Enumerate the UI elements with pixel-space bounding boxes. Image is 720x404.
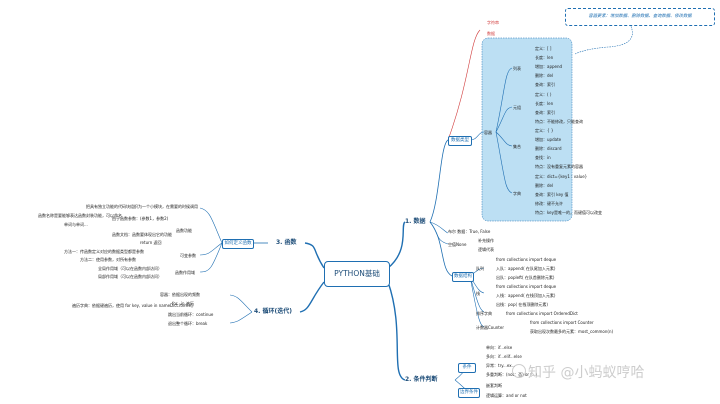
set-item: 查找：in	[535, 155, 551, 160]
queue-item: 出队：popleft( 在队首删除元素)	[496, 275, 555, 280]
data-structures-node[interactable]: 数据结构	[452, 272, 474, 282]
none-node: 空值None	[448, 242, 467, 247]
dict-item: 特点：key是唯一的，而键值可以改变	[535, 210, 603, 215]
condition-item: 单向：if...else	[486, 345, 513, 350]
function-item: 全局作用域（可以在函数内部访问）	[98, 266, 162, 271]
function-item: 函数文档：函数要体现出它的功能	[112, 232, 172, 237]
function-item: 方法一：传函数定义对应的数据类型都是参数	[64, 249, 144, 254]
container-elements-note: 容器要素：增加数据、删除数据、查询数据、修改数据	[565, 8, 715, 26]
dict-item: 修改：键不允许	[535, 201, 563, 206]
counter-item: 获取出现次数最多的元素：most_common(n)	[530, 329, 614, 334]
function-item: 局部作用域（可以在函数内部访问）	[98, 274, 162, 279]
function-item: return 返回	[140, 240, 162, 245]
branch-basics[interactable]: 1. 数据	[405, 218, 426, 225]
condition-item: 嵌套判断	[486, 383, 502, 388]
none-item: 逻辑代表	[478, 247, 494, 252]
function-item: 由于函数参数：(参数1，参数2)	[112, 216, 169, 221]
tuple-item: 定义：( )	[535, 92, 552, 97]
loop-item: 遍历字典：依据键遍历，使用 for key, value in nameDict…	[72, 303, 194, 308]
tuple-item: 查询：索引	[535, 110, 555, 115]
function-item: 函数作用域	[175, 270, 195, 275]
conditions-node[interactable]: 条件	[458, 363, 476, 373]
function-item: 单词与单词...	[64, 222, 88, 227]
branch-conditions[interactable]: 2. 条件判断	[405, 376, 438, 383]
branch-loops[interactable]: 4. 循环(迭代)	[254, 308, 293, 315]
root-topic[interactable]: PYTHON基础	[324, 261, 390, 287]
function-item: 函数功能	[176, 228, 192, 233]
tuple-node: 元组	[513, 105, 521, 110]
boundary-node[interactable]: 边界条件	[458, 388, 480, 398]
condition-item: 异常：try...ex...	[486, 363, 516, 368]
stack-node: 栈	[476, 291, 480, 296]
container-bubble	[481, 37, 573, 222]
condition-item: 多向：if...elif...else	[486, 354, 522, 359]
dict-node: 字典	[513, 191, 521, 196]
define-function-node[interactable]: 如何定义函数	[222, 239, 254, 249]
loop-item: 退出整个循环：break	[168, 321, 208, 326]
zhihu-logo-icon	[512, 364, 526, 378]
set-item: 删除：discard	[535, 146, 562, 151]
tuple-item: 特点：不能修改，只能查询	[535, 119, 583, 124]
list-item: 删除：del	[535, 73, 554, 78]
set-node: 集合	[513, 144, 521, 149]
container-node: 容器	[484, 130, 492, 135]
dict-item: 删除：del	[535, 183, 554, 188]
list-item: 长度：len	[535, 55, 554, 60]
list-node: 列表	[513, 66, 521, 71]
loop-item: for...in 遍历	[172, 301, 194, 306]
function-item: 把具有独立功能的代码块组织为一个小模块，在需要的时候调用	[86, 204, 198, 209]
function-item: 方法二：使用参数，对所有参数	[80, 257, 136, 262]
stack-item: from collections import deque	[496, 284, 557, 289]
function-item: 可变参数	[180, 253, 196, 258]
queue-node: 队列	[476, 266, 484, 271]
dict-item: 定义：dict={key1 : value}	[535, 174, 588, 179]
stack-item: 出栈：pop( 在栈顶删除元素)	[496, 302, 548, 307]
set-item: 定义：{ }	[535, 128, 554, 133]
queue-item: 入队：append( 在队尾加入元素)	[496, 266, 556, 271]
ordered-dict-node: 排序字典	[476, 311, 492, 316]
branch-functions[interactable]: 3. 函数	[276, 239, 297, 246]
list-item: 定义：[ ]	[535, 46, 552, 51]
dict-item: 查询：索引 key 值	[535, 192, 569, 197]
condition-item: 多重判断：(not：否) or (...)	[486, 372, 538, 377]
counter-item: from collections import Counter	[530, 320, 594, 325]
condition-item: 逻辑运算：and or not	[486, 393, 527, 398]
list-item: 增加：append	[535, 64, 563, 69]
string-label: 字符串	[487, 20, 499, 25]
data-types-node[interactable]: 数据类型	[448, 136, 472, 146]
set-item: 特点：没有重复元素的容器	[535, 164, 583, 169]
stack-item: 入栈：append( 在栈顶加入元素)	[496, 293, 556, 298]
list-item: 查询：索引	[535, 82, 555, 87]
bool-node: 布尔 数据：True, False	[448, 229, 491, 234]
counter-node: 计数器Counter	[476, 325, 504, 330]
watermark: 知乎 @小蚂蚁哼哈	[528, 365, 645, 381]
queue-item: from collections import deque	[496, 257, 557, 262]
set-item: 增加：update	[535, 137, 562, 142]
ordered-dict-item: from collections import OrderedDict	[506, 311, 578, 316]
loop-item: 容器：依据出现的频数	[160, 292, 200, 297]
data-label: 数据	[487, 31, 495, 36]
tuple-item: 长度：len	[535, 101, 554, 106]
function-item: 函数名称是要能够表达函数封装功能，可以命名	[38, 213, 122, 218]
none-item: 补充操作	[478, 238, 494, 243]
loop-item: 跳出当前循环：continue	[168, 312, 214, 317]
